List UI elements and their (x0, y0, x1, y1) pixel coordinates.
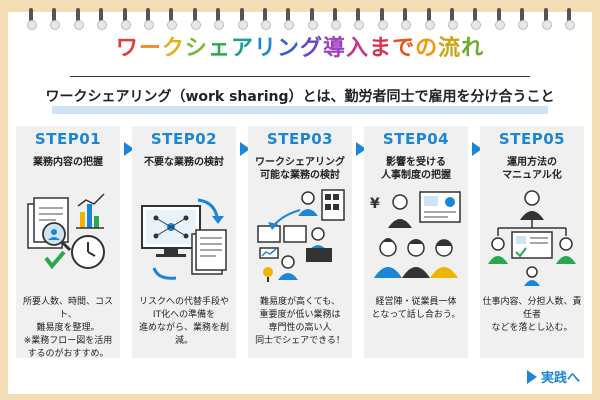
go-to-practice-link[interactable]: 実践へ (526, 367, 580, 386)
hr-system-people-icon: ¥ (370, 191, 461, 278)
next-arrow-icon (124, 142, 134, 156)
ring-icon (237, 8, 248, 30)
document-analysis-icon (27, 193, 105, 270)
ring-icon (307, 8, 318, 30)
ring-icon (190, 8, 201, 30)
title-divider (70, 76, 530, 77)
steps-row: STEP01 業務内容の把握 所要人数、時間、コスト、 難易度を整理。 ※業務フ… (16, 126, 584, 359)
ring-icon (377, 8, 388, 30)
title-char: 導 (323, 36, 347, 61)
subtitle-highlight (52, 106, 548, 114)
ring-icon (494, 8, 505, 30)
title-char: ワ (115, 36, 139, 61)
next-arrow-icon (240, 142, 250, 156)
step-description: 経営陣・従業員一体 となって話し合おう。 (371, 297, 461, 320)
ring-icon (73, 8, 84, 30)
manual-organization-icon (488, 190, 576, 286)
step-title: 業務内容の把握 (33, 157, 103, 168)
next-label: 実践へ (540, 371, 580, 386)
spiral-binding (26, 8, 575, 30)
step-description: 所要人数、時間、コスト、 難易度を整理。 ※業務フロー図を活用 するのがおすすめ… (22, 297, 113, 359)
title-char: リ (253, 36, 277, 61)
title-char: れ (461, 36, 485, 61)
ring-icon (283, 8, 295, 30)
page-title-wrap: ワークシェアリング導入までの流れ (0, 30, 600, 62)
step-label: STEP02 (150, 130, 218, 148)
step-title: 影響を受ける 人事制度の把握 (381, 157, 451, 181)
title-char: ン (276, 36, 300, 61)
step-label: STEP04 (382, 130, 450, 148)
ring-icon (564, 8, 575, 30)
step-label: STEP01 (34, 130, 102, 148)
team-sharing-icon (257, 189, 345, 282)
ring-icon (541, 8, 552, 30)
step-card-3: STEP03 ワークシェアリング 可能な業務の検討 難易度が高くても、 重要度が… (248, 126, 352, 358)
title-char: グ (300, 36, 324, 61)
play-arrow-icon (526, 369, 537, 384)
ring-icon (143, 8, 154, 30)
step-description: リスクへの代替手段や IT化への準備を 進めながら、業務を削減。 (138, 297, 229, 346)
title-char: ア (230, 36, 254, 61)
step-title: ワークシェアリング 可能な業務の検討 (255, 157, 345, 181)
ring-icon (353, 8, 365, 30)
page-subtitle: ワークシェアリング（work sharing）とは、勤労者同士で雇用を分け合うこ… (45, 89, 555, 105)
step-card-1: STEP01 業務内容の把握 所要人数、時間、コスト、 難易度を整理。 ※業務フ… (16, 126, 120, 359)
title-char: ェ (207, 36, 231, 61)
ring-icon (330, 8, 342, 30)
step-card-5: STEP05 運用方法の マニュアル化 仕事内容、分担人数、責任者 などを落とし… (480, 126, 584, 358)
step-description: 仕事内容、分担人数、責任者 などを落とし込む。 (482, 297, 582, 333)
step-title: 運用方法の マニュアル化 (502, 157, 562, 181)
step-card-4: STEP04 影響を受ける 人事制度の把握 ¥ 経営陣・従業員一体 となって話し… (364, 126, 468, 358)
svg-text:¥: ¥ (370, 196, 380, 212)
step-label: STEP05 (498, 130, 566, 148)
title-char: シ (184, 36, 208, 61)
title-char: ー (138, 36, 162, 61)
ring-icon (260, 8, 271, 30)
next-arrow-icon (472, 142, 482, 156)
step-title: 不要な業務の検討 (144, 157, 224, 168)
ring-icon (470, 8, 482, 30)
ring-icon (26, 8, 37, 30)
title-char: ク (161, 36, 185, 61)
step-description: 難易度が高くても、 重要度が低い業務は 専門性の高い人 同士でシェアできる！ (255, 297, 345, 346)
title-char: で (392, 36, 416, 61)
title-char: 入 (346, 36, 370, 61)
ring-icon (96, 8, 108, 30)
ring-icon (120, 8, 131, 30)
ring-icon (517, 8, 529, 30)
title-char: 流 (438, 36, 462, 61)
step-label: STEP03 (266, 130, 334, 148)
ring-icon (447, 8, 459, 30)
title-char: ま (369, 36, 393, 61)
ring-icon (49, 8, 61, 30)
next-arrow-icon (356, 142, 366, 156)
computer-network-icon (141, 198, 227, 280)
ring-icon (166, 8, 178, 30)
title-char: の (415, 36, 439, 61)
page-title: ワークシェアリング導入までの流れ (104, 30, 496, 62)
step-card-2: STEP02 不要な業務の検討 リスクへの代替手段や IT化への準備を 進めなが… (132, 126, 236, 358)
ring-icon (400, 8, 412, 30)
ring-icon (213, 8, 225, 30)
ring-icon (424, 8, 435, 30)
